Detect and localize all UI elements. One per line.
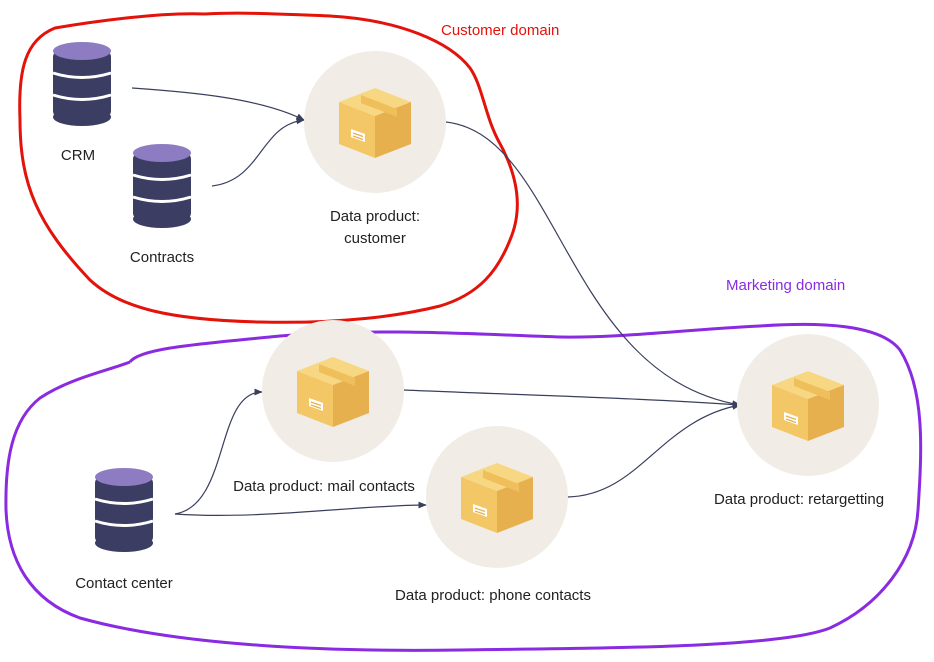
customer-product-label-line2: customer <box>344 230 406 247</box>
data-product-phone-node <box>426 426 568 568</box>
package-box-icon <box>338 87 412 159</box>
data-product-retargetting-node <box>737 334 879 476</box>
edge-phone-to-retargetting <box>567 403 741 498</box>
edge-contact-to-mail <box>174 388 263 515</box>
phone-product-label: Data product: phone contacts <box>395 587 591 604</box>
marketing-domain-label: Marketing domain <box>726 277 846 294</box>
mail-product-label: Data product: mail contacts <box>233 478 415 495</box>
database-icon <box>131 142 193 230</box>
customer-domain-label: Customer domain <box>441 22 560 39</box>
customer-product-label: Data product: customer <box>305 206 445 250</box>
customer-product-label-line1: Data product: <box>329 208 421 225</box>
database-icon <box>51 40 113 128</box>
edge-customer-to-retargetting <box>445 121 741 408</box>
package-box-icon <box>296 356 370 428</box>
contact-center-label: Contact center <box>75 575 173 592</box>
marketing-domain-boundary <box>4 322 923 652</box>
edge-crm-to-customer <box>131 87 305 121</box>
contracts-label: Contracts <box>129 249 195 266</box>
edge-mail-to-retargetting <box>403 389 741 408</box>
edge-contact-to-phone <box>174 501 427 516</box>
package-box-icon <box>460 462 534 534</box>
data-product-mail-node <box>262 320 404 462</box>
package-box-icon <box>771 370 845 442</box>
edge-contracts-to-customer <box>211 117 305 187</box>
database-icon <box>93 466 155 554</box>
customer-domain-boundary <box>18 11 519 324</box>
data-product-customer-node <box>304 51 446 193</box>
retargetting-product-label: Data product: retargetting <box>713 491 885 508</box>
crm-label: CRM <box>60 147 96 164</box>
